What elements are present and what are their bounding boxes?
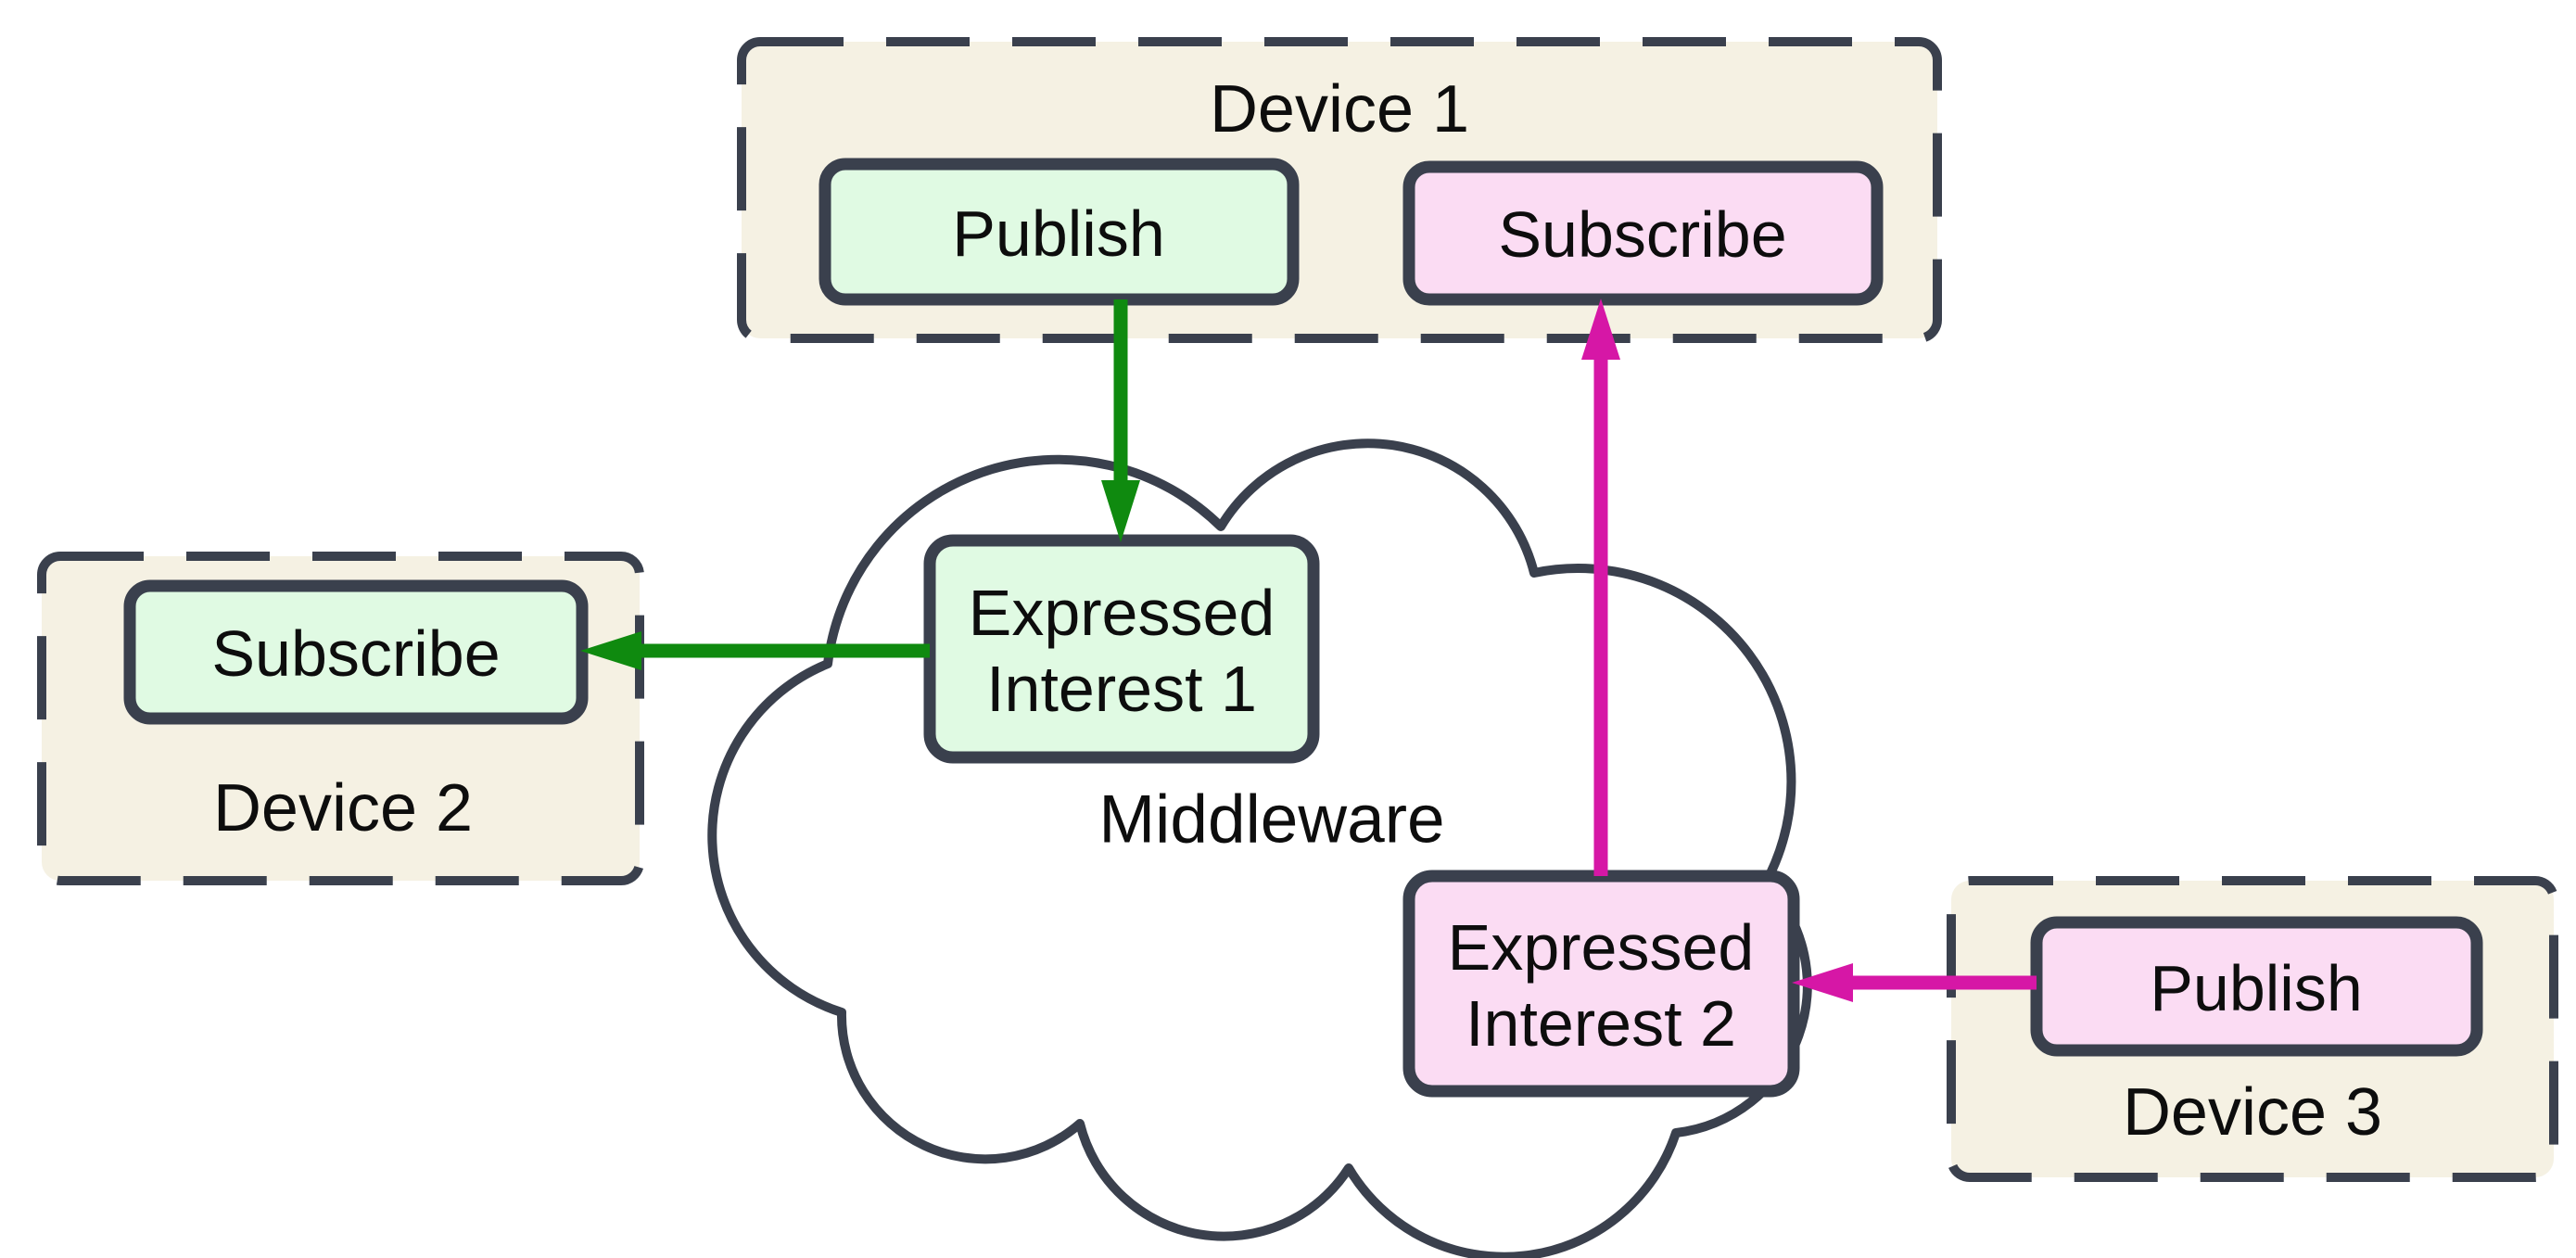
device-2-subscribe-box xyxy=(123,579,589,725)
middleware-label: Middleware xyxy=(1098,782,1444,858)
device-1-title: Device 1 xyxy=(1210,72,1469,146)
arrow-publish3-to-interest2 xyxy=(1792,963,2037,1002)
device-1-subscribe-label: Subscribe xyxy=(1498,198,1786,271)
arrow-interest2-to-subscribe1 xyxy=(1581,299,1620,876)
expressed-interest-1-line2: Interest 1 xyxy=(986,653,1257,725)
device-1-subscribe-box xyxy=(1402,160,1884,306)
device-2-subscribe-label: Subscribe xyxy=(211,617,500,690)
arrow-interest1-to-subscribe2 xyxy=(580,631,930,670)
device-3-publish-label: Publish xyxy=(2150,952,2363,1024)
device-1-group: Device 1 Publish Subscribe xyxy=(737,37,1942,343)
device-3-title: Device 3 xyxy=(2123,1075,2382,1150)
arrow-publish1-to-interest1 xyxy=(1101,299,1140,542)
device-1-publish-label: Publish xyxy=(952,197,1165,270)
arrowhead-down-icon xyxy=(1101,480,1140,542)
device-2-title: Device 2 xyxy=(213,771,473,845)
expressed-interest-2-line1: Expressed xyxy=(1448,911,1755,984)
arrowhead-left-2-icon xyxy=(1792,963,1853,1002)
device-2-group: Subscribe Device 2 xyxy=(37,552,644,885)
expressed-interest-2-node: Expressed Interest 2 xyxy=(1402,870,1800,1098)
arrowhead-up-icon xyxy=(1581,299,1620,360)
expressed-interest-2-line2: Interest 2 xyxy=(1466,987,1736,1060)
device-3-group: Publish Device 3 xyxy=(1947,876,2558,1182)
arrowhead-left-icon xyxy=(580,631,641,670)
device-1-publish-box xyxy=(818,158,1300,306)
expressed-interest-1-line1: Expressed xyxy=(969,577,1275,649)
expressed-interest-1-node: Expressed Interest 1 xyxy=(923,534,1320,764)
